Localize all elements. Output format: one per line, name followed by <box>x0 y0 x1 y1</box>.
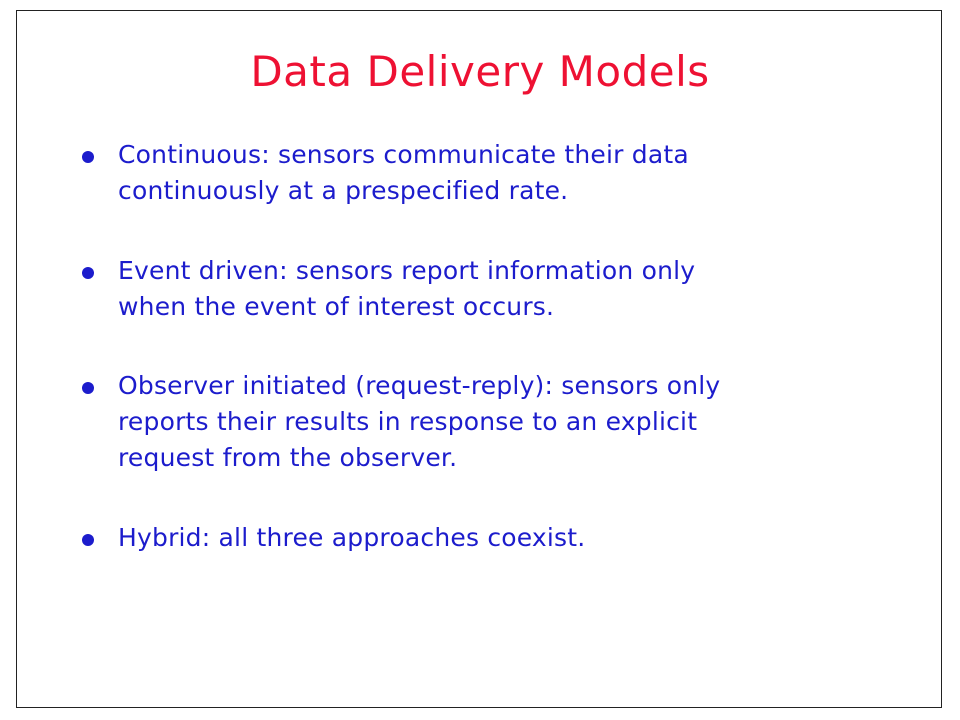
bullet-dot-icon <box>82 382 94 394</box>
bullet-item-event-driven: Event driven: sensors report information… <box>82 253 858 325</box>
bullet-dot-icon <box>82 151 94 163</box>
bullet-text-line: Hybrid: all three approaches coexist. <box>118 523 586 552</box>
bullet-item-observer-initiated: Observer initiated (request-reply): sens… <box>82 368 858 476</box>
bullet-dot-icon <box>82 534 94 546</box>
slide-border <box>16 10 942 708</box>
bullet-text-line: Observer initiated (request-reply): sens… <box>118 371 721 400</box>
bullet-text-line: when the event of interest occurs. <box>118 292 555 321</box>
bullet-dot-icon <box>82 267 94 279</box>
bullet-text-line: continuously at a prespecified rate. <box>118 176 569 205</box>
bullet-text-line: reports their results in response to an … <box>118 407 698 436</box>
slide-title: Data Delivery Models <box>250 47 710 96</box>
bullet-item-continuous: Continuous: sensors communicate their da… <box>82 137 858 209</box>
bullet-text-line: request from the observer. <box>118 443 458 472</box>
bullet-text-line: Continuous: sensors communicate their da… <box>118 140 689 169</box>
bullet-item-hybrid: Hybrid: all three approaches coexist. <box>82 520 858 556</box>
bullet-text-line: Event driven: sensors report information… <box>118 256 696 285</box>
